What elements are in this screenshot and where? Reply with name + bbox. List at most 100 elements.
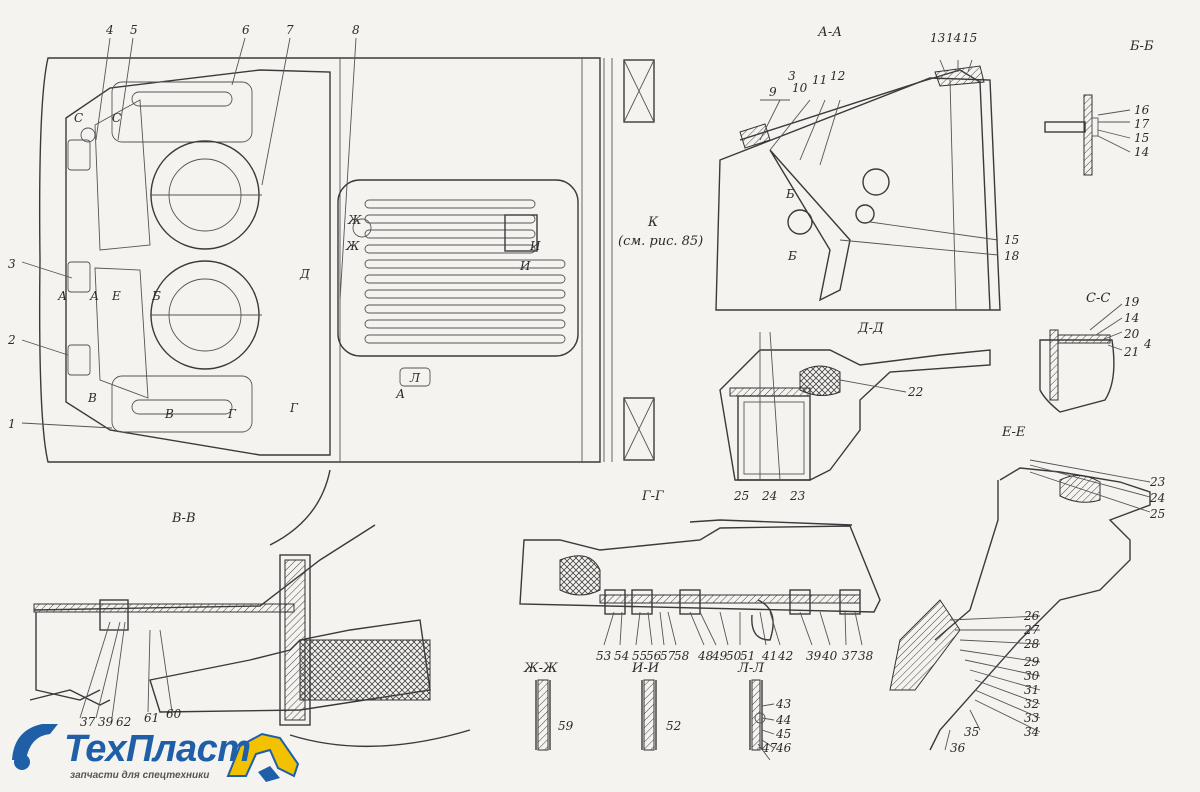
part-label: 4 [1143,337,1152,351]
part-label: 34 [1024,725,1039,739]
part-label: 20 [1123,327,1140,341]
part-label: 48 [697,649,714,663]
section-title: Ж-Ж [523,661,558,676]
view-k-label: К [647,215,659,230]
part-label: 16 [1134,103,1150,117]
section-ll: Л-Л 43 44 45 47 46 [737,661,792,761]
part-label: 18 [1004,249,1020,263]
letter-label: И [529,239,541,253]
letter-label: Б [787,249,797,263]
letter-label: А [395,387,405,401]
section-aa: А-А [715,25,1001,311]
part-label: 36 [950,741,966,755]
part-label: 53 [596,649,612,663]
plan-part-numbers: 4 5 6 7 8 3 2 1 [7,23,360,431]
part-label: 33 [1024,711,1040,725]
part-label: 12 [830,69,845,83]
part-label: 14 [1124,311,1139,325]
letter-label: В [87,391,97,405]
letter-label: Ж [345,239,360,253]
section-bb: Б-Б 16 17 15 14 [1044,39,1154,176]
part-label: 45 [775,727,791,741]
section-title: Г-Г [641,489,664,504]
part-label: 13 [930,31,946,45]
part-label: 29 [1023,655,1040,669]
part-label: 35 [964,725,979,739]
part-label: 51 [740,649,755,663]
part-label: 25 [1149,507,1165,521]
letter-label: Л [409,371,421,385]
letter-label: Ж [347,213,362,227]
part-label: 3 [8,257,16,271]
part-label: 41 [761,649,777,663]
part-label: 5 [130,23,138,37]
section-title: И-И [631,661,660,676]
letter-label: А [57,289,67,303]
section-title: Е-Е [1001,425,1026,440]
view-k-reference: (см. рис. 85) [618,234,703,249]
part-label: 23 [1149,475,1166,489]
part-label: 21 [1123,345,1139,359]
part-label: 14 [946,31,961,45]
part-label: 47 [761,741,778,755]
section-title: А-А [817,25,842,40]
part-label: 42 [777,649,793,663]
part-label: 19 [1124,295,1140,309]
part-label: 44 [775,713,791,727]
part-label: 17 [1134,117,1150,131]
part-label: 55 [632,649,647,663]
section-zhzh: Ж-Ж 59 [523,661,574,751]
brand-name: ТехПласт [64,728,251,770]
part-label: 31 [1024,683,1039,697]
part-label: 27 [1023,623,1040,637]
section-ss: С-С 19 14 20 21 4 [1039,291,1152,413]
part-label: 50 [726,649,742,663]
section-ii: И-И 52 [631,661,681,751]
plan-view [21,37,655,463]
part-label: 14 [1134,145,1149,159]
section-vv: В-В 37 39 62 61 60 [29,469,471,748]
section-title: В-В [171,511,196,526]
part-label: 54 [614,649,629,663]
letter-label: С [74,111,83,125]
part-label: 62 [116,715,131,729]
part-label: 61 [144,711,159,725]
part-label: 32 [1024,697,1039,711]
letter-label: Е [111,289,121,303]
part-label: 2 [7,333,16,347]
part-label: 15 [1134,131,1149,145]
part-label: 39 [98,715,114,729]
letter-label: Б [785,187,795,201]
section-title: Д-Д [857,321,884,336]
part-label: 15 [962,31,977,45]
part-label: 57 [660,649,676,663]
section-gg: Г-Г 53 54 55 56 57 58 48 49 50 51 41 42 … [519,489,881,663]
section-dd: Д-Д 22 25 24 23 [719,321,991,503]
section-title: Б-Б [1129,39,1154,54]
panel-slots [364,199,566,344]
part-label: 11 [812,73,827,87]
part-label: 59 [558,719,574,733]
part-label: 43 [775,697,792,711]
section-aa-parts: 3 9 10 11 12 13 14 15 15 18 Б Б [769,31,1020,263]
part-label: 37 [842,649,858,663]
part-label: 56 [646,649,662,663]
section-title: С-С [1086,291,1110,306]
part-label: 15 [1004,233,1019,247]
part-label: 8 [352,23,360,37]
part-label: 58 [674,649,690,663]
letter-label: Д [299,267,310,281]
letter-label: А [89,289,99,303]
part-label: 23 [789,489,806,503]
part-label: 28 [1023,637,1040,651]
part-label: 7 [286,23,294,37]
part-label: 1 [8,417,16,431]
part-label: 60 [166,707,182,721]
part-label: 40 [821,649,838,663]
part-label: 37 [80,715,96,729]
part-label: 52 [666,719,681,733]
part-label: 4 [105,23,114,37]
brand-tagline: запчасти для спецтехники [70,770,210,781]
part-label: 24 [1149,491,1165,505]
